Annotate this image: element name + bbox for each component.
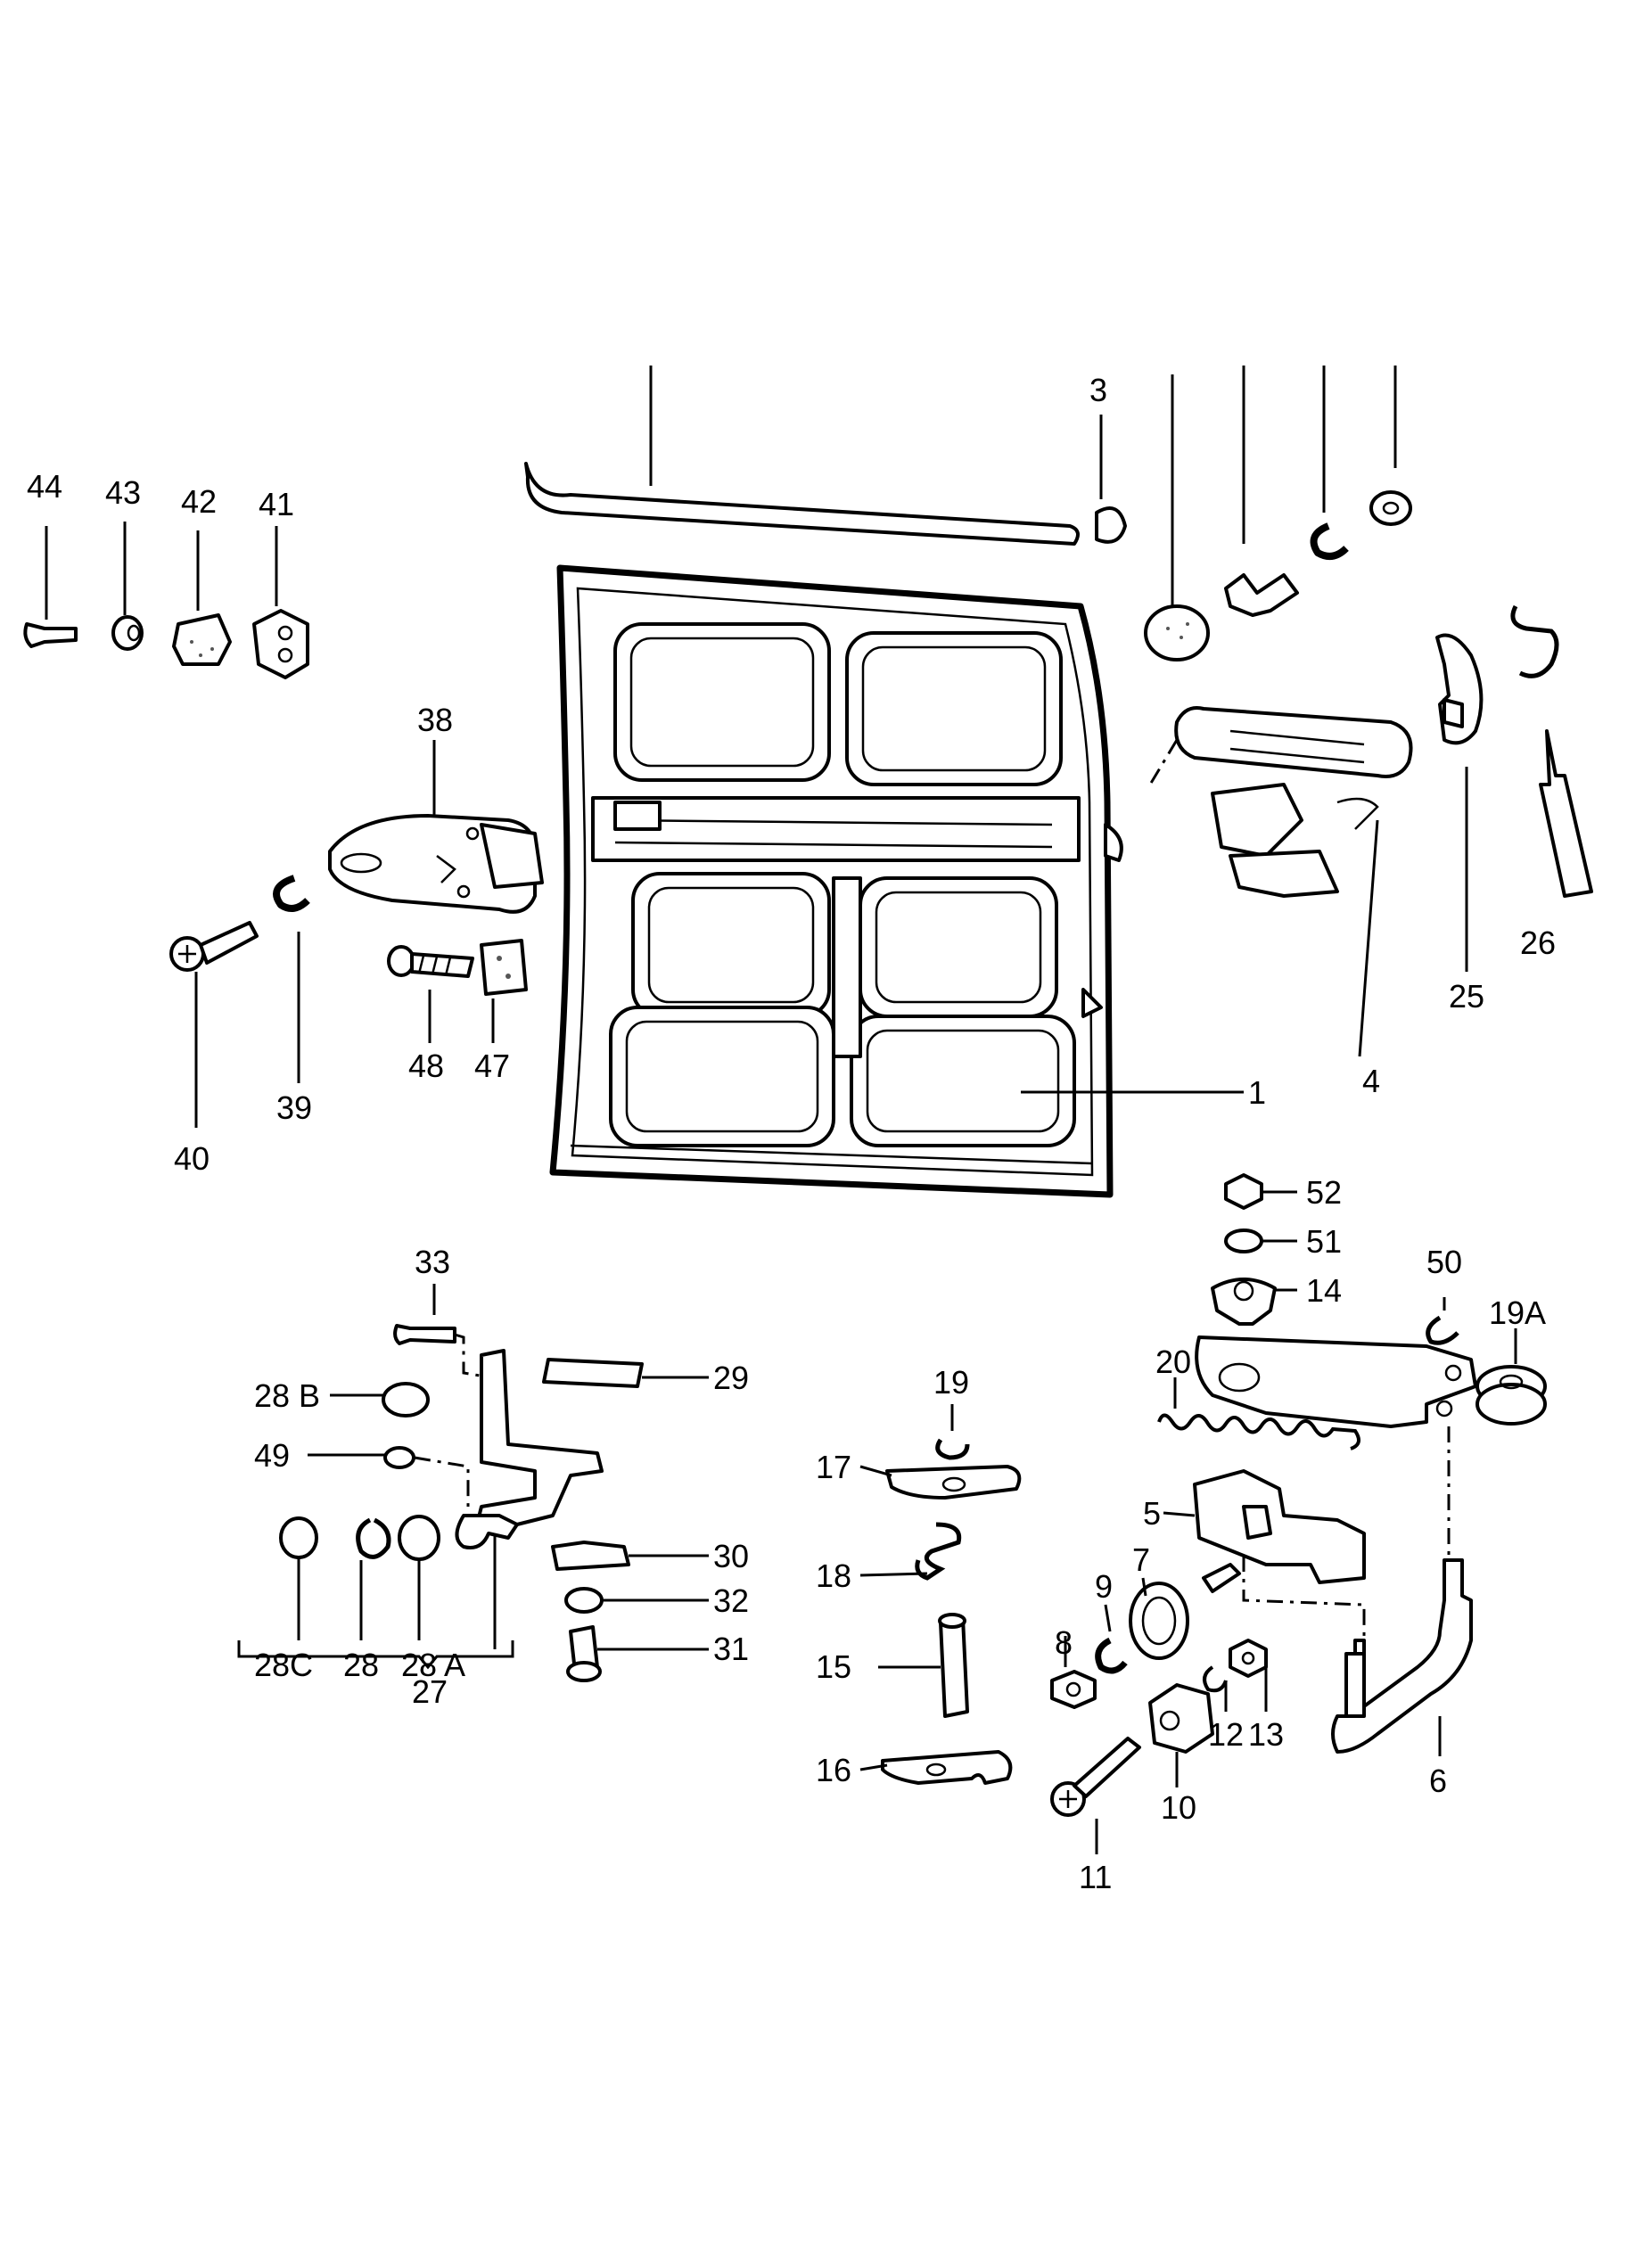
lever-assembly bbox=[1157, 1297, 1547, 1560]
label-38: 38 bbox=[417, 702, 453, 738]
label-52: 52 bbox=[1306, 1174, 1342, 1211]
label-39: 39 bbox=[276, 1089, 312, 1126]
label-11: 11 bbox=[1079, 1859, 1112, 1895]
label-48: 48 bbox=[408, 1048, 444, 1084]
label-28C: 28C bbox=[254, 1647, 313, 1683]
part-labels: 1 3 4 5 6 7 8 9 10 11 12 13 14 15 16 17 … bbox=[27, 372, 1556, 1895]
label-14: 14 bbox=[1306, 1272, 1342, 1309]
lower-left-hinge bbox=[237, 1284, 709, 1670]
label-13: 13 bbox=[1248, 1716, 1284, 1753]
label-27: 27 bbox=[412, 1673, 448, 1710]
label-32: 32 bbox=[713, 1582, 749, 1619]
label-43: 43 bbox=[105, 474, 141, 511]
label-42: 42 bbox=[181, 483, 217, 520]
label-20: 20 bbox=[1155, 1344, 1191, 1380]
handle-lock-body bbox=[1050, 1469, 1366, 1709]
label-28A: 28 A bbox=[401, 1647, 465, 1683]
label-47: 47 bbox=[474, 1048, 510, 1084]
label-4: 4 bbox=[1362, 1063, 1380, 1099]
label-8: 8 bbox=[1055, 1624, 1073, 1661]
label-28B: 28 B bbox=[254, 1377, 320, 1414]
label-41: 41 bbox=[259, 486, 294, 522]
label-6: 6 bbox=[1429, 1763, 1447, 1799]
label-30: 30 bbox=[713, 1538, 749, 1574]
part-38-striker bbox=[328, 740, 544, 914]
label-12: 12 bbox=[1208, 1716, 1244, 1753]
door-panel bbox=[549, 564, 1123, 1198]
label-40: 40 bbox=[174, 1140, 210, 1177]
label-28: 28 bbox=[343, 1647, 379, 1683]
parts-10-11-12-13 bbox=[1050, 1639, 1268, 1854]
label-9: 9 bbox=[1095, 1568, 1113, 1605]
label-19: 19 bbox=[933, 1364, 969, 1401]
label-15: 15 bbox=[816, 1648, 851, 1685]
top-seal-rod bbox=[524, 366, 1080, 546]
top-right-hardware bbox=[1144, 366, 1412, 662]
label-49: 49 bbox=[254, 1437, 290, 1474]
left-small-parts bbox=[23, 522, 309, 679]
label-44: 44 bbox=[27, 468, 62, 505]
parts-52-51-14 bbox=[1211, 1173, 1297, 1326]
part-6-handle bbox=[1331, 1558, 1473, 1756]
label-18: 18 bbox=[816, 1557, 851, 1594]
label-10: 10 bbox=[1161, 1789, 1196, 1826]
label-33: 33 bbox=[415, 1244, 450, 1280]
label-29: 29 bbox=[713, 1360, 749, 1396]
parts-39-40 bbox=[169, 875, 310, 1128]
part-25-handle bbox=[1435, 633, 1484, 972]
label-25: 25 bbox=[1449, 978, 1484, 1015]
center-small-parts bbox=[859, 1404, 1022, 1785]
label-17: 17 bbox=[816, 1449, 851, 1485]
label-26: 26 bbox=[1520, 924, 1556, 961]
label-16: 16 bbox=[816, 1752, 851, 1788]
label-3: 3 bbox=[1089, 372, 1107, 408]
part-26-clip bbox=[1510, 604, 1593, 898]
parts-47-48 bbox=[387, 939, 528, 1043]
lock-mechanism bbox=[1148, 706, 1413, 1057]
label-51: 51 bbox=[1306, 1223, 1342, 1260]
parts-30-31-32 bbox=[551, 1541, 709, 1682]
part-3-cap bbox=[1095, 415, 1127, 544]
label-7: 7 bbox=[1132, 1541, 1150, 1578]
label-31: 31 bbox=[713, 1631, 749, 1667]
label-5: 5 bbox=[1143, 1495, 1161, 1532]
label-1: 1 bbox=[1248, 1074, 1266, 1111]
label-50: 50 bbox=[1426, 1244, 1462, 1280]
label-19A: 19A bbox=[1489, 1294, 1546, 1331]
